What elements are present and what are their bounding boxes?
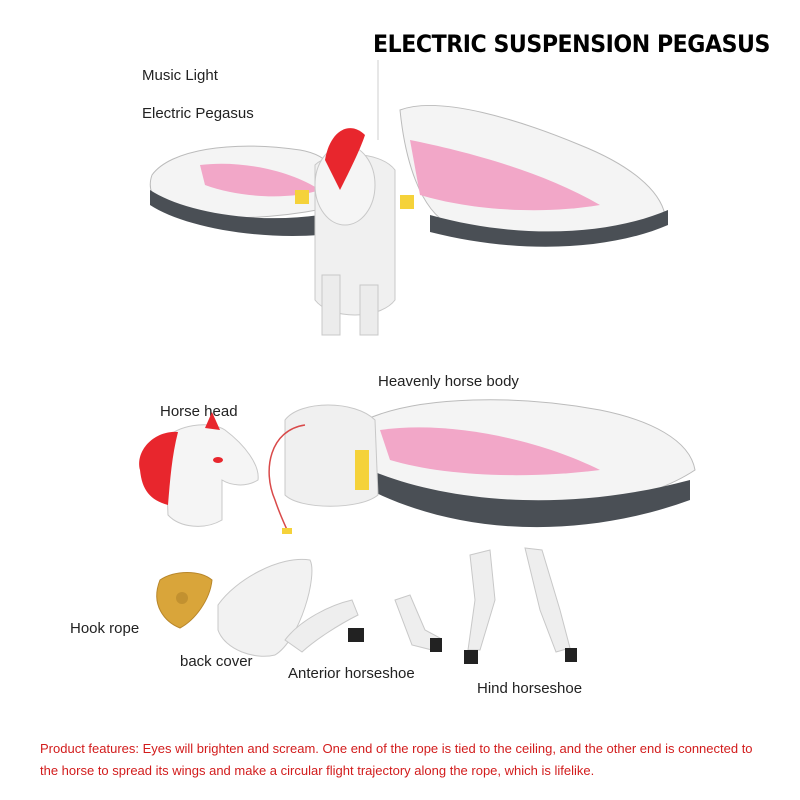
back-cover-part	[217, 558, 313, 657]
hind-horseshoe-parts	[464, 547, 577, 664]
left-wing-underside	[150, 190, 320, 236]
label-electric-pegasus: Electric Pegasus	[142, 105, 254, 122]
label-hind-horseshoe: Hind horseshoe	[477, 680, 583, 697]
body-with-wing-part	[268, 399, 696, 534]
head-shell	[164, 424, 259, 527]
pegasus-leg-left	[321, 274, 341, 336]
wire-connector	[282, 528, 292, 534]
label-horse-head: Horse head	[160, 403, 238, 420]
head-eye	[213, 457, 223, 463]
assembled-pegasus	[149, 104, 668, 336]
label-back-cover: back cover	[180, 653, 253, 670]
product-features-text: Product features: Eyes will brighten and…	[40, 741, 753, 778]
label-anterior-horseshoe: Anterior horseshoe	[288, 665, 415, 682]
detached-body-pivot	[355, 450, 369, 490]
hind-hoof-right	[565, 648, 577, 662]
detached-wing-underside	[370, 470, 690, 528]
right-wing-feathers	[410, 140, 600, 211]
page-title: ELECTRIC SUSPENSION PEGASUS	[373, 30, 770, 58]
head-mane	[139, 431, 178, 505]
detached-wing-feathers	[380, 427, 600, 476]
detached-body	[284, 404, 379, 507]
hook-center	[176, 592, 188, 604]
left-wing-feathers	[200, 163, 320, 197]
hind-hoof-left	[464, 650, 478, 664]
front-hoof-right	[430, 638, 442, 652]
front-hoof-left	[348, 628, 364, 642]
label-music-light: Music Light	[142, 67, 218, 84]
wing-pivot-left	[295, 190, 309, 204]
anterior-horseshoe-parts	[284, 594, 442, 653]
head-horn	[205, 412, 220, 430]
hook-rope-part	[156, 572, 213, 629]
label-horse-body: Heavenly horse body	[378, 373, 519, 390]
horse-head-part	[139, 412, 259, 527]
hind-leg-right	[524, 547, 571, 653]
hind-leg-left	[467, 549, 496, 651]
label-hook-rope: Hook rope	[70, 620, 140, 637]
pegasus-mane	[325, 128, 365, 190]
pegasus-leg-right	[359, 284, 379, 336]
front-leg-left	[284, 599, 359, 653]
power-wire	[268, 424, 306, 533]
wing-pivot-right	[400, 195, 414, 209]
right-wing-underside	[430, 210, 668, 247]
